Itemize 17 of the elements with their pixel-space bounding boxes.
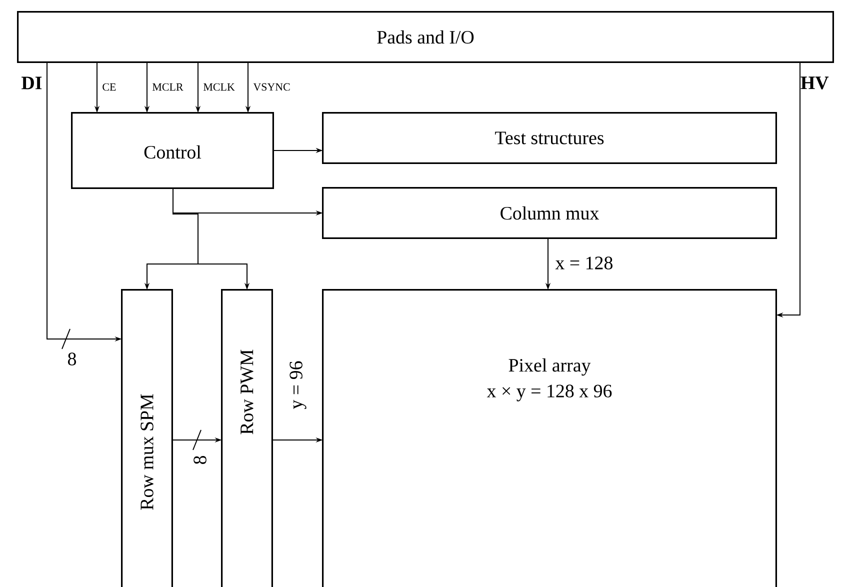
edge-label: VSYNC bbox=[253, 83, 290, 91]
block-box: Row mux SPM bbox=[121, 289, 173, 587]
edge-label: 8 bbox=[68, 352, 76, 366]
block-box: Pads and I/O bbox=[17, 11, 834, 63]
signal-label: HV bbox=[800, 76, 829, 90]
edge-label: y = 96 bbox=[290, 361, 306, 410]
edge-label: 8 bbox=[194, 456, 206, 464]
block-box: Row PWM bbox=[221, 289, 273, 587]
block-box: Test structures bbox=[322, 112, 777, 164]
edge-label: x = 128 bbox=[555, 256, 612, 270]
block-box: Column mux bbox=[322, 187, 777, 239]
block-box: Control bbox=[71, 112, 274, 189]
edge-label: MCLR bbox=[152, 83, 184, 91]
block-box: Pixel array x × y = 128 x 96 bbox=[322, 289, 777, 587]
edge-label: MCLK bbox=[204, 83, 235, 91]
signal-label: DI bbox=[22, 76, 42, 90]
edge-label: CE bbox=[102, 83, 116, 91]
